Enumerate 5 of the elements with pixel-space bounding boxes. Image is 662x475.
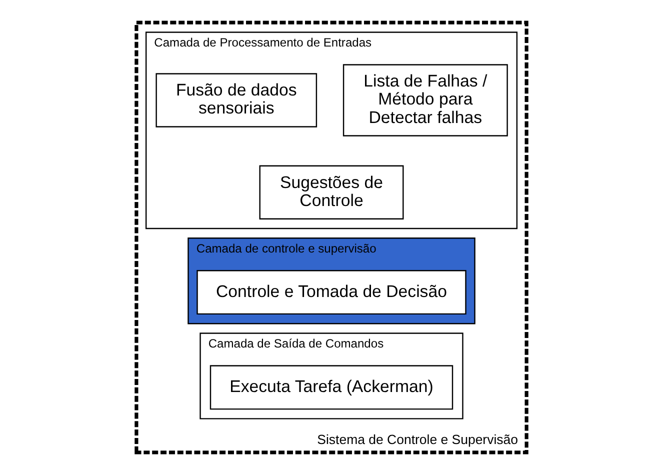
node-box: Controle e Tomada de Decisão (196, 270, 466, 315)
node-box: Sugestões de Controle (258, 165, 404, 220)
node-box: Fusão de dados sensoriais (155, 73, 317, 128)
node-box: Lista de Falhas / Método para Detectar falhas (342, 64, 508, 136)
node-box: Executa Tarefa (Ackerman) (209, 365, 453, 410)
